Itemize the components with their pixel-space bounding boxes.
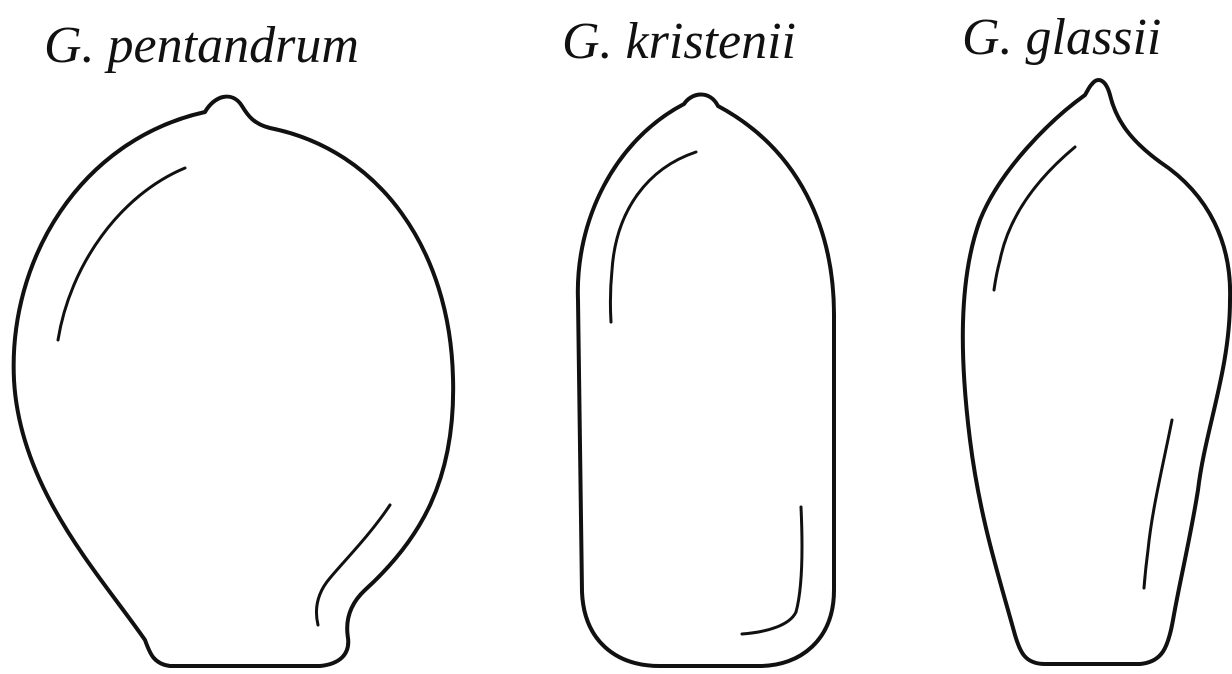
shape-g-kristenii xyxy=(578,95,834,667)
outline-g-pentandrum xyxy=(14,97,454,666)
outline-g-kristenii xyxy=(578,95,834,667)
shape-g-pentandrum xyxy=(14,97,454,666)
highlight-upper-g-kristenii xyxy=(610,152,696,322)
highlight-upper-g-pentandrum xyxy=(58,168,185,340)
outline-g-glassii xyxy=(963,80,1230,664)
highlight-upper-g-glassii xyxy=(994,147,1075,290)
shape-g-glassii xyxy=(963,80,1230,664)
highlight-lower-g-kristenii xyxy=(742,507,802,634)
highlight-lower-g-glassii xyxy=(1144,420,1172,588)
